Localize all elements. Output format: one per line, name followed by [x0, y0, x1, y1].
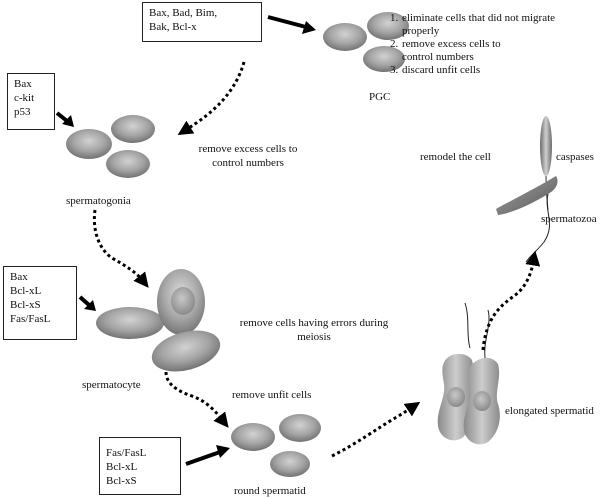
spermatocyte-role-text: remove cells having errors during meiosi…: [239, 317, 389, 343]
pgc-function-item: 1. eliminate cells that did not migrate …: [390, 12, 556, 37]
remodel-cell-text: remodel the cell: [420, 151, 491, 163]
gene-line: Bax: [14, 78, 32, 90]
spermatozoa-cells: [496, 116, 558, 263]
spermatogonia-label: spermatogonia: [66, 195, 131, 207]
round-spermatid-role-text: remove unfit cells: [232, 389, 312, 401]
gene-line: Bak, Bcl-x: [149, 21, 197, 33]
gene-line: Bcl-xL: [106, 461, 138, 473]
round-spermatid-label: round spermatid: [234, 485, 306, 497]
elongated-spermatid-label: elongated spermatid: [505, 405, 594, 417]
pgc-function-item: 2. remove excess cells to control number…: [390, 38, 501, 63]
gene-line: Bax: [10, 271, 28, 283]
pgc-functions-list: 1. eliminate cells that did not migrate …: [390, 12, 600, 77]
spermatocyte-label: spermatocyte: [82, 379, 141, 391]
caspases-text: caspases: [556, 151, 594, 163]
gene-line: p53: [14, 106, 31, 118]
pgc-label: PGC: [369, 91, 391, 103]
spermatogonia-role-text: remove excess cells to control numbers: [198, 143, 298, 169]
gene-line: Fas/FasL: [10, 313, 51, 325]
pgc-function-item: 3. discard unfit cells: [390, 64, 481, 76]
pgc-cells: [323, 12, 409, 72]
spermatozoa-label: spermatozoa: [541, 213, 597, 225]
spermatocyte-gene-box: Bax Bcl-xL Bcl-xS Fas/FasL: [3, 266, 77, 340]
elongated-spermatid-cells: [437, 302, 500, 445]
round-spermatid-gene-box: Fas/FasL Bcl-xL Bcl-xS: [99, 437, 181, 495]
round-spermatid-cells: [231, 414, 321, 477]
gene-box-arrows: [55, 15, 316, 466]
gene-line: Bcl-xS: [10, 299, 41, 311]
progression-arrows: [92, 61, 541, 458]
pgc-gene-box: Bax, Bad, Bim, Bak, Bcl-x: [142, 2, 262, 42]
spermatocyte-cells: [96, 269, 221, 372]
spermatogonia-gene-box: Bax c-kit p53: [7, 73, 55, 130]
spermatogonia-cells: [66, 115, 155, 178]
gene-line: Bcl-xL: [10, 285, 42, 297]
gene-line: Bcl-xS: [106, 475, 137, 487]
gene-line: Fas/FasL: [106, 447, 147, 459]
gene-line: c-kit: [14, 92, 35, 104]
gene-line: Bax, Bad, Bim,: [149, 7, 218, 19]
